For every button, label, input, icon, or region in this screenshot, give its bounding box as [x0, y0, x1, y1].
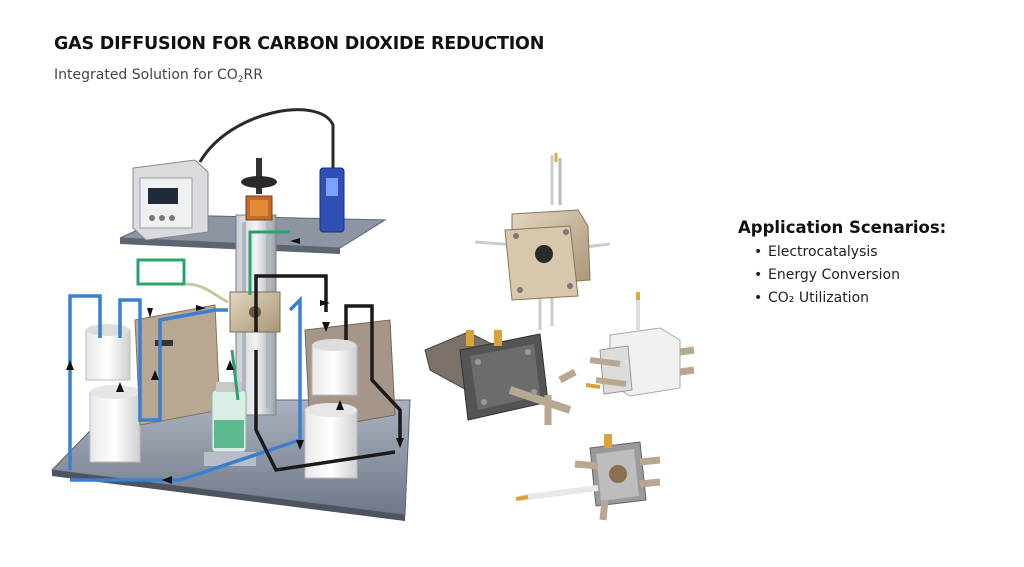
- application-item-energy-conversion: Energy Conversion: [754, 264, 1008, 287]
- flow-cell-top: [474, 153, 611, 330]
- application-item-electrocatalysis: Electrocatalysis: [754, 241, 1008, 264]
- subtitle-suffix: RR: [243, 67, 263, 83]
- gas-outline-marker: [136, 258, 186, 286]
- application-scenarios: Application Scenarios: Electrocatalysis …: [738, 218, 1008, 310]
- flow-cell-left: [424, 330, 577, 425]
- black-tubing: [254, 274, 402, 472]
- gas-humidifier: [204, 382, 256, 466]
- left-pump: [134, 304, 221, 426]
- application-list: Electrocatalysis Energy Conversion CO₂ U…: [738, 241, 1008, 310]
- signal-cable: [198, 108, 335, 168]
- gas-line: [185, 282, 229, 304]
- flow-cell-bottom: [515, 434, 661, 521]
- flow-meter: [319, 167, 345, 233]
- handwheel: [241, 176, 277, 188]
- controller-box: [132, 159, 209, 241]
- page-title: GAS DIFFUSION FOR CARBON DIOXIDE REDUCTI…: [54, 34, 545, 54]
- green-tubing: [230, 230, 290, 401]
- right-reservoir: [304, 339, 358, 479]
- application-scenarios-title: Application Scenarios:: [738, 218, 947, 237]
- application-item-co2-utilization: CO₂ Utilization: [754, 287, 1008, 310]
- subtitle-subscript: 2: [237, 75, 244, 85]
- page-subtitle: Integrated Solution for CO2RR: [54, 67, 263, 85]
- flow-cell-right: [585, 292, 695, 397]
- left-reservoir: [85, 324, 141, 463]
- subtitle-text: Integrated Solution for CO: [54, 67, 238, 83]
- main-system: [50, 108, 411, 521]
- flow-arrows: [66, 238, 404, 484]
